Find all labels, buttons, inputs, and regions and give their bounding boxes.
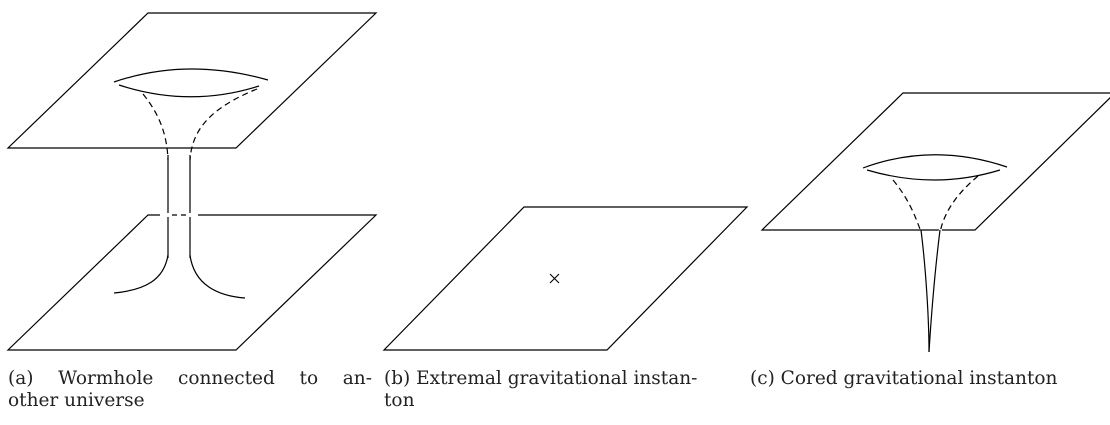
caption-c-line1: (c) Cored gravitational instanton xyxy=(750,368,1058,389)
upper-mouth-rim xyxy=(113,68,269,83)
caption-c: (c) Cored gravitational instanton xyxy=(750,368,1110,390)
sheet-b xyxy=(382,206,749,351)
panel-a-diagram xyxy=(6,12,378,351)
caption-a-word: an- xyxy=(342,368,372,389)
cored-flare-right xyxy=(939,175,979,233)
lower-universe-sheet xyxy=(6,214,378,351)
lower-flare-left xyxy=(113,254,169,294)
panel-b-diagram xyxy=(382,206,749,351)
caption-a-word: (a) xyxy=(8,368,34,389)
cored-flare-right-dash xyxy=(938,174,979,233)
upper-universe-sheet xyxy=(6,12,378,149)
caption-a-word: Wormhole xyxy=(58,368,154,389)
cored-flare-left xyxy=(892,179,922,233)
caption-a-line1: (a) Wormhole connected to an- xyxy=(8,368,372,390)
caption-b-line2: ton xyxy=(384,390,415,411)
cored-mouth-rim-front xyxy=(866,169,1001,181)
lower-flare-right xyxy=(189,254,246,299)
caption-b: (b) Extremal gravitational instan- ton xyxy=(384,368,745,412)
upper-mouth-rim-front xyxy=(118,84,260,98)
cored-mouth-rim xyxy=(862,154,1008,169)
caption-a-word: connected xyxy=(177,368,275,389)
panel-c-diagram xyxy=(760,92,1110,353)
upper-flare-left xyxy=(142,93,169,161)
caption-a-line2: other universe xyxy=(8,390,145,411)
point-marker-icon xyxy=(549,273,560,284)
caption-a-word: to xyxy=(299,368,319,389)
upper-flare-right xyxy=(189,88,258,161)
spike-right xyxy=(928,229,941,353)
sheet-c xyxy=(760,92,1110,231)
spike-left xyxy=(920,229,930,353)
caption-b-line1: (b) Extremal gravitational instan- xyxy=(384,368,698,389)
caption-a: (a) Wormhole connected to an- other univ… xyxy=(8,368,372,412)
